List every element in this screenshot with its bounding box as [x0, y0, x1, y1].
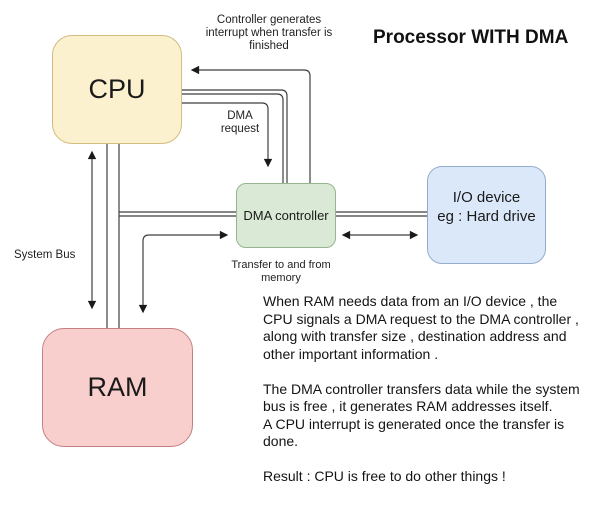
notes-line: A CPU interrupt is generated once the tr…	[263, 415, 565, 432]
notes-text: When RAM needs data from an I/O device ,…	[263, 293, 580, 486]
notes-line: CPU signals a DMA request to the DMA con…	[263, 310, 579, 327]
interrupt-arrow	[190, 65, 311, 183]
transfer-memory-label: Transfer to and from memory	[216, 259, 346, 285]
notes-line: bus is free , it generates RAM addresses…	[263, 398, 553, 414]
interrupt-label: Controller generates interrupt when tran…	[191, 14, 347, 53]
transfer-memory-label-line2: memory	[261, 272, 301, 284]
cpu-label: CPU	[88, 74, 146, 104]
cpu-node: CPU	[52, 35, 182, 144]
system-bus-label: System Bus	[14, 249, 76, 261]
transfer-memory-label-line1: Transfer to and from	[231, 259, 331, 271]
io-device-label-line2: eg : Hard drive	[437, 208, 536, 225]
dma-request-label: DMA request	[210, 110, 270, 136]
notes-line: done.	[263, 433, 299, 449]
notes-line: Result : CPU is free to do other things …	[263, 468, 506, 484]
interrupt-label-line1: Controller generates	[216, 14, 322, 26]
notes-line: When RAM needs data from an I/O device ,…	[263, 293, 558, 309]
interrupt-label-line2: interrupt when transfer is	[205, 27, 333, 39]
cpu-dma-bus-outer-line	[182, 89, 288, 183]
io-device-label-line1: I/O device	[452, 189, 521, 206]
dma-request-arrow	[182, 102, 273, 168]
notes-paragraph-3: Result : CPU is free to do other things …	[263, 468, 580, 486]
notes-line: other important information .	[263, 345, 439, 362]
cpu-dma-bus-inner-line	[182, 93, 284, 183]
io-device-node: I/O device eg : Hard drive	[427, 166, 546, 264]
ram-label: RAM	[87, 372, 148, 402]
notes-paragraph-2: The DMA controller transfers data while …	[263, 381, 580, 451]
ram-node: RAM	[42, 328, 193, 447]
notes-line: along with transfer size , destination a…	[263, 328, 567, 344]
notes-line: The DMA controller transfers data while …	[263, 380, 580, 397]
page-title: Processor WITH DMA	[373, 27, 569, 48]
notes-paragraph-1: When RAM needs data from an I/O device ,…	[263, 293, 580, 363]
dma-request-label-line2: request	[220, 123, 260, 135]
ram-dma-transfer-arrow	[138, 230, 229, 314]
dma-controller-label: DMA controller	[243, 208, 329, 223]
interrupt-label-line3: finished	[249, 40, 289, 52]
dma-request-label-line1: DMA	[227, 110, 253, 122]
dma-controller-node: DMA controller	[236, 183, 336, 248]
